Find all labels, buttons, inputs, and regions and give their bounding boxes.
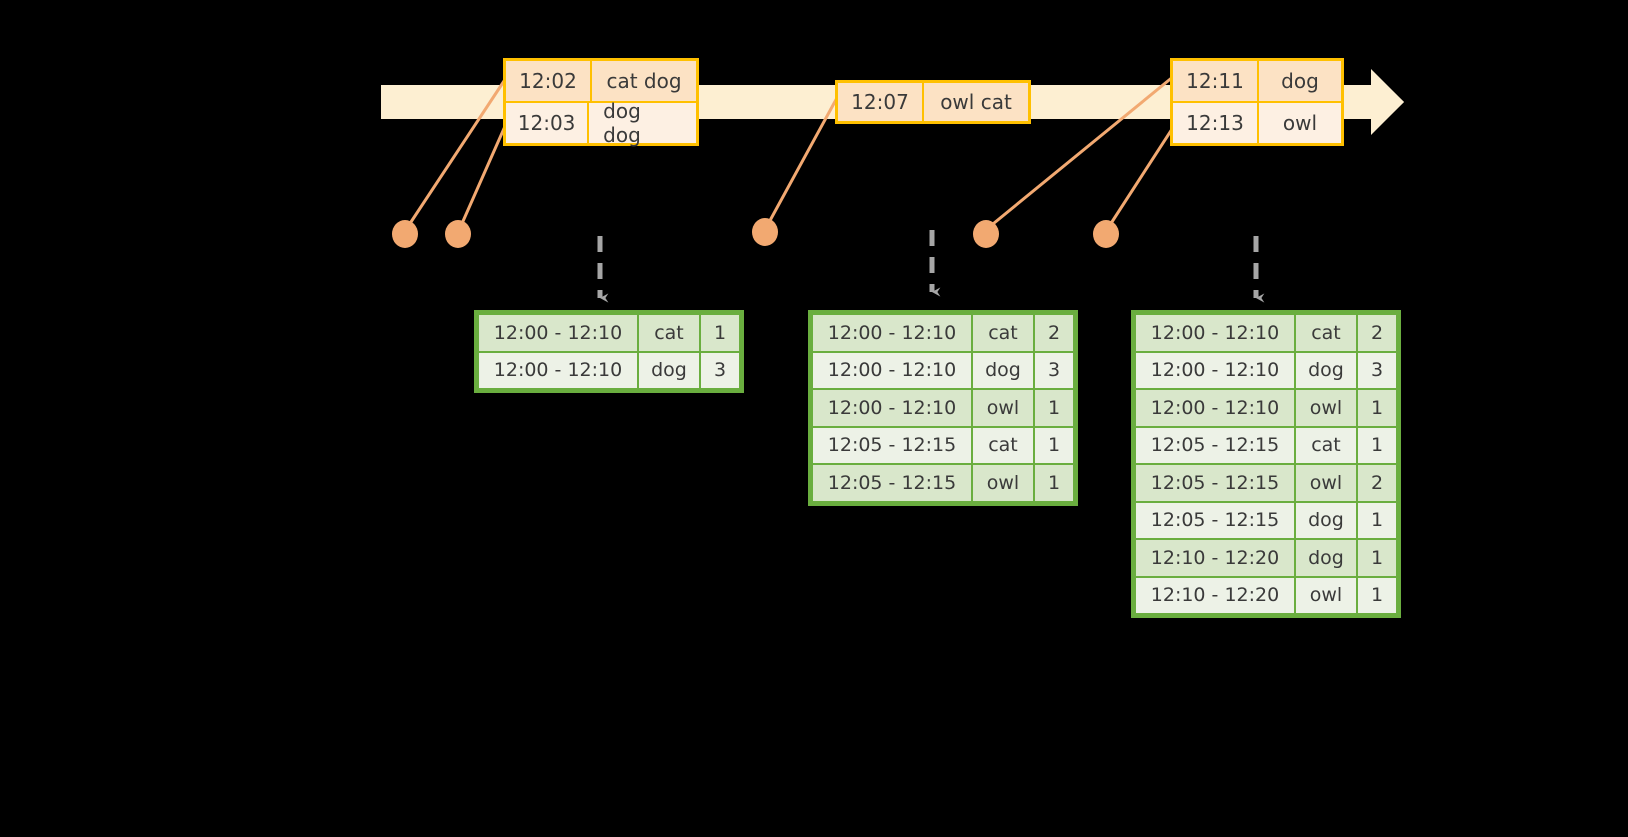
cell-key: dog [638,351,700,389]
cell-key: cat [1295,314,1357,352]
cell-window: 12:05 - 12:15 [812,464,972,502]
cell-window: 12:05 - 12:15 [1135,426,1295,464]
cell-count: 2 [1034,314,1074,352]
cell-key: cat [638,314,700,352]
event-time: 12:13 [1173,103,1259,143]
cell-key: dog [1295,351,1357,389]
cell-key: dog [1295,539,1357,577]
processing-dot [1093,220,1119,248]
timeline-event[interactable]: 12:03 dog dog [506,99,696,147]
cell-window: 12:05 - 12:15 [812,426,972,464]
timeline-event-group-3[interactable]: 12:11 dog 12:13 owl [1170,58,1344,146]
cell-count: 1 [1357,389,1397,427]
cell-window: 12:05 - 12:15 [1135,464,1295,502]
connector-1 [405,76,508,230]
cell-window: 12:00 - 12:10 [478,351,638,389]
event-time: 12:07 [838,83,924,121]
event-words: owl cat [924,83,1028,121]
cell-count: 2 [1357,464,1397,502]
cell-count: 1 [1034,389,1074,427]
emit-arrows [597,230,1265,303]
event-time: 12:11 [1173,61,1259,101]
cell-window: 12:00 - 12:10 [812,314,972,352]
cell-count: 1 [700,314,740,352]
cell-count: 1 [1357,576,1397,614]
cell-key: cat [972,314,1034,352]
timeline-event-group-2[interactable]: 12:07 owl cat [835,80,1031,124]
event-time: 12:02 [506,61,592,101]
connector-2 [458,122,508,230]
event-time: 12:03 [506,103,590,143]
cell-window: 12:05 - 12:15 [1135,501,1295,539]
connector-3 [765,94,840,228]
event-words: dog [1259,61,1341,101]
cell-key: owl [1295,464,1357,502]
cell-count: 1 [1357,539,1397,577]
cell-key: dog [972,351,1034,389]
event-words: owl [1259,103,1341,143]
cell-window: 12:00 - 12:10 [1135,314,1295,352]
cell-window: 12:00 - 12:10 [1135,389,1295,427]
timeline-event[interactable]: 12:07 owl cat [838,83,1028,121]
cell-key: dog [1295,501,1357,539]
cell-count: 3 [1034,351,1074,389]
cell-count: 3 [1357,351,1397,389]
cell-count: 1 [1034,464,1074,502]
cell-key: owl [1295,389,1357,427]
cell-key: owl [972,464,1034,502]
event-words: cat dog [592,61,696,101]
cell-window: 12:10 - 12:20 [1135,539,1295,577]
processing-dots [392,218,1119,248]
cell-count: 1 [1034,426,1074,464]
processing-dot [973,220,999,248]
cell-count: 1 [1357,426,1397,464]
cell-window: 12:10 - 12:20 [1135,576,1295,614]
cell-window: 12:00 - 12:10 [478,314,638,352]
timeline-event[interactable]: 12:13 owl [1173,101,1341,143]
connector-5 [1106,124,1176,230]
cell-key: owl [972,389,1034,427]
timeline-event-group-1[interactable]: 12:02 cat dog 12:03 dog dog [503,58,699,147]
cell-key: cat [1295,426,1357,464]
processing-dot [445,220,471,248]
cell-window: 12:00 - 12:10 [812,351,972,389]
processing-dot [752,218,778,246]
cell-key: cat [972,426,1034,464]
timeline-event[interactable]: 12:02 cat dog [506,61,696,101]
cell-count: 1 [1357,501,1397,539]
cell-count: 3 [700,351,740,389]
cell-count: 2 [1357,314,1397,352]
processing-dot [392,220,418,248]
cell-window: 12:00 - 12:10 [812,389,972,427]
cell-window: 12:00 - 12:10 [1135,351,1295,389]
timeline-event[interactable]: 12:11 dog [1173,61,1341,101]
cell-key: owl [1295,576,1357,614]
event-words: dog dog [589,99,696,147]
